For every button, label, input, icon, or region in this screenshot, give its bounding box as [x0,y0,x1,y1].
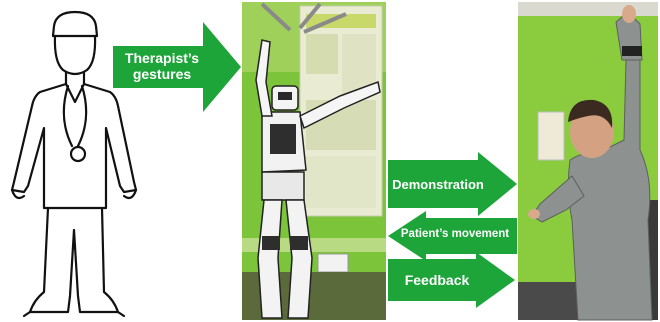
gestures-label-line1: Therapist’s [124,49,200,66]
arrow-label-feedback: Feedback [404,271,470,288]
arrow-patient-movement [388,211,517,261]
gestures-label-line2: gestures [132,66,192,82]
humanoid-robot-photo [242,2,386,320]
arrow-therapist-gestures [113,22,241,112]
arrow-label-therapist-gestures: Therapist’s gestures [114,42,210,90]
arrow-label-demonstration: Demonstration [392,176,484,192]
therapist-outline-icon [10,10,138,318]
arrow-feedback [388,252,515,308]
arrow-label-patient-movement: Patient’s movement [400,228,510,241]
arrow-demonstration [388,152,517,216]
patient-arm-raised-photo [518,2,658,321]
